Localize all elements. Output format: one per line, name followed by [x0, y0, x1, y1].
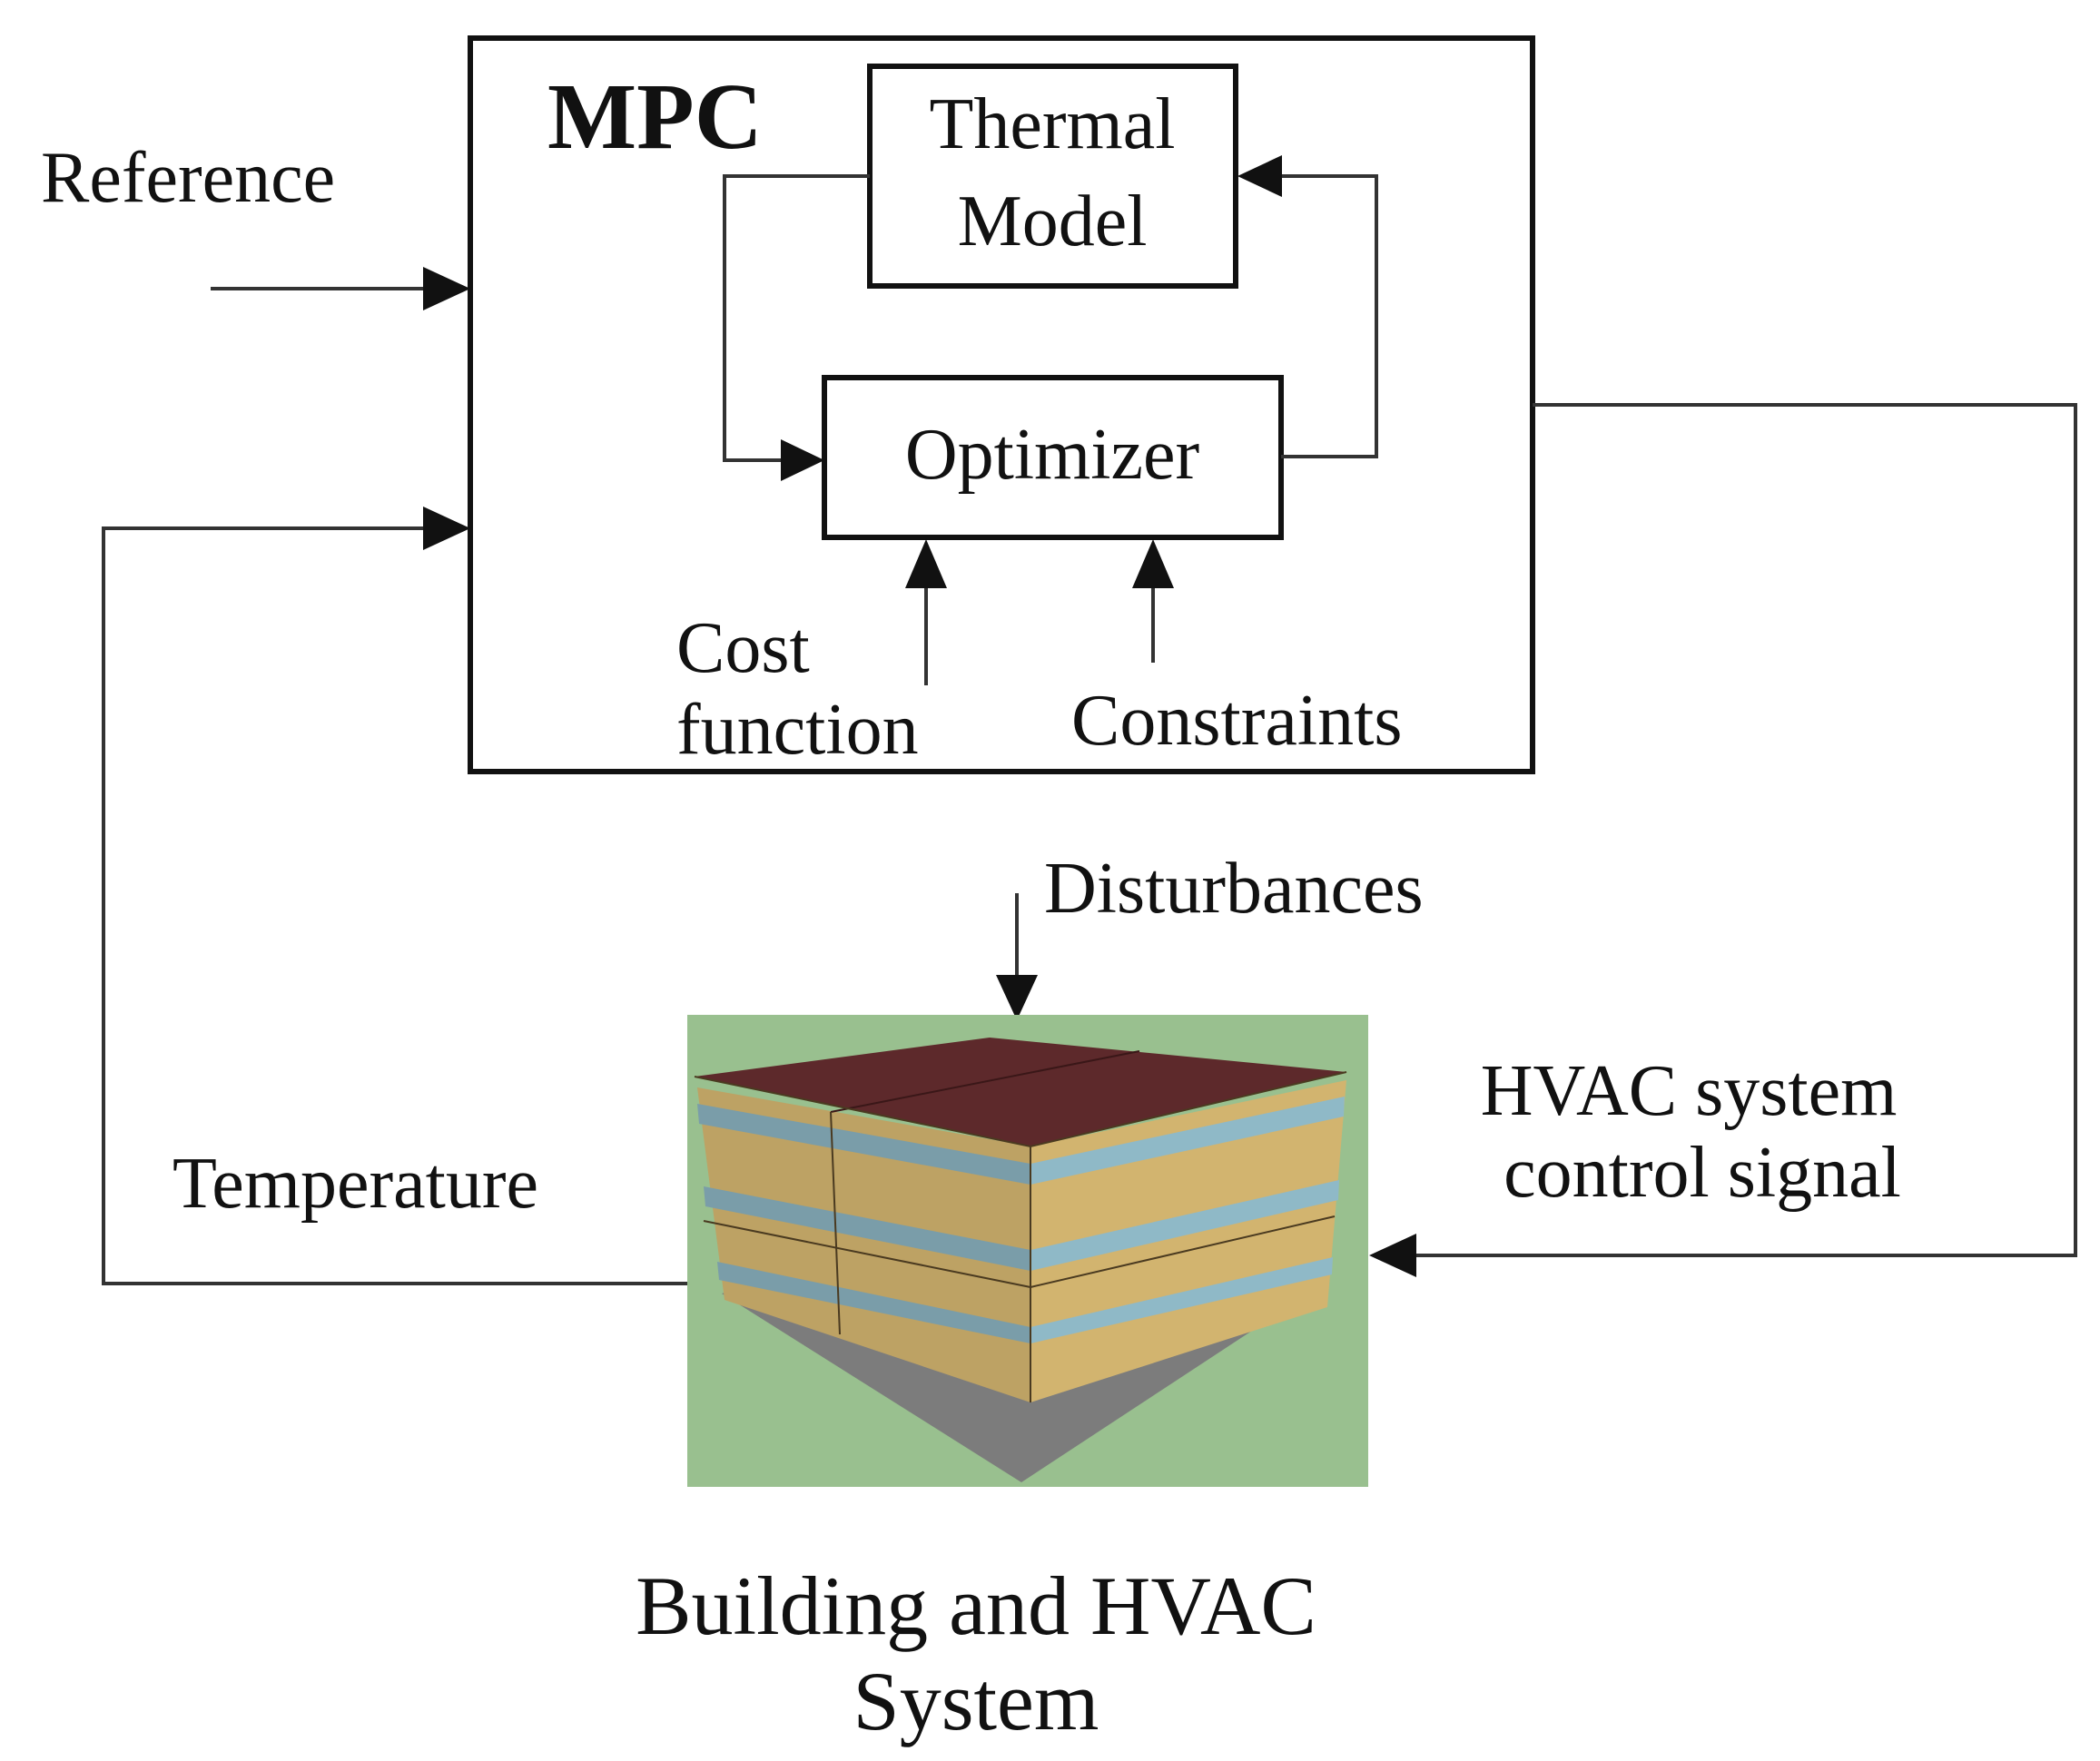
- building-illustration: [687, 1015, 1368, 1487]
- building-glass-band-right-lower: [1030, 1180, 1339, 1271]
- optimizer-box: [822, 375, 1284, 540]
- model-to-optimizer-wire: [723, 174, 870, 462]
- disturbances-arrowhead: [996, 975, 1038, 1020]
- building-glass-band-right-bottom: [1030, 1257, 1333, 1343]
- mpc-title: MPC: [547, 64, 763, 169]
- reference-label: Reference: [41, 138, 335, 218]
- temperature-label: Temperature: [173, 1144, 538, 1224]
- cost-function-label-line2: function: [676, 690, 919, 770]
- optimizer-to-model-wire: [1280, 174, 1378, 458]
- control-signal-wire: [1416, 403, 2077, 1257]
- control-signal-label-line1: HVAC system: [1481, 1051, 1898, 1131]
- thermal-model-label-line2: Model: [958, 182, 1148, 261]
- temperature-feedback-arrowhead: [423, 507, 470, 550]
- building-glass-band-left-upper: [697, 1104, 1030, 1185]
- constraints-label: Constraints: [1071, 681, 1402, 761]
- building-glass-band-right-upper: [1030, 1097, 1345, 1185]
- temperature-feedback-wire: [102, 526, 687, 1285]
- thermal-model-label-line1: Thermal: [930, 84, 1176, 164]
- building-roof-seam: [830, 1050, 1140, 1113]
- control-signal-arrowhead: [1369, 1234, 1416, 1277]
- reference-arrowhead: [423, 267, 470, 310]
- cost-function-label-line1: Cost: [676, 608, 810, 688]
- optimizer-label: Optimizer: [905, 415, 1199, 495]
- building-floor-line-left: [703, 1220, 1031, 1288]
- building-glass-band-left-bottom: [717, 1262, 1030, 1343]
- cost-function-arrowhead: [905, 539, 947, 588]
- constraints-arrowhead: [1132, 539, 1174, 588]
- building-glass-band-left-lower: [704, 1186, 1030, 1271]
- building-left-divider: [830, 1111, 841, 1335]
- building-floor-line-right: [1030, 1215, 1336, 1288]
- thermal-model-box: [867, 64, 1238, 289]
- plant-caption-line2: System: [853, 1655, 1099, 1747]
- plant-caption-line1: Building and HVAC: [636, 1559, 1316, 1652]
- disturbances-label: Disturbances: [1044, 849, 1424, 929]
- control-signal-label-line2: control signal: [1504, 1133, 1901, 1213]
- model-to-optimizer-arrowhead: [781, 439, 824, 481]
- building-roof: [695, 1038, 1346, 1146]
- optimizer-to-model-arrowhead: [1237, 155, 1282, 197]
